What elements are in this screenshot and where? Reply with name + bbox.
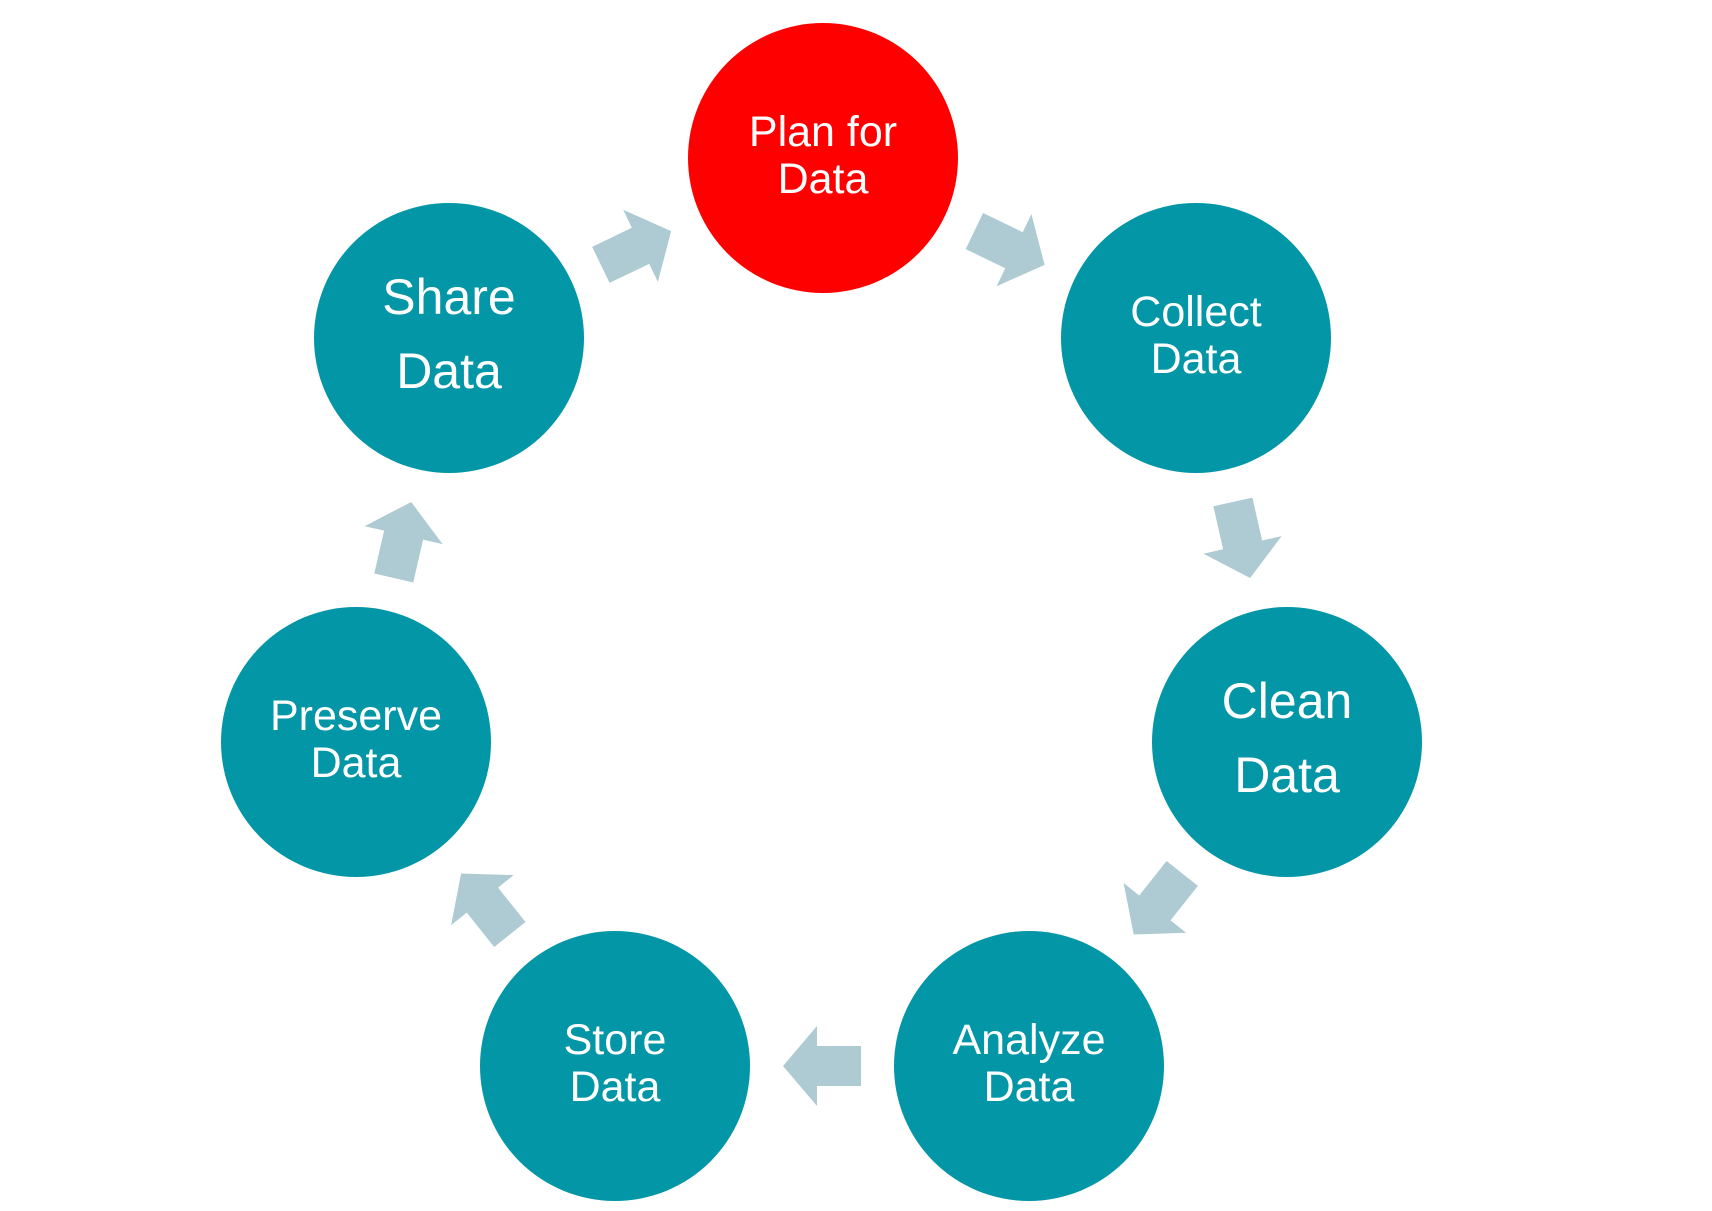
node-collect-label-line-2: Data xyxy=(1151,335,1242,383)
node-store-circle xyxy=(480,931,750,1201)
arrow-plan-to-collect xyxy=(965,213,1045,287)
node-share-label-line-2: Data xyxy=(396,343,502,399)
node-clean-label-line-2: Data xyxy=(1234,747,1340,803)
node-share-label-line-1: Share xyxy=(382,269,515,325)
node-clean-circle xyxy=(1152,607,1422,877)
node-clean-label-line-1: Clean xyxy=(1222,673,1353,729)
node-plan-circle xyxy=(688,23,958,293)
node-preserve-circle xyxy=(221,607,491,877)
node-analyze-label-line-2: Data xyxy=(984,1063,1075,1111)
node-preserve-label-line-1: Preserve xyxy=(270,692,442,740)
arrow-clean-to-analyze xyxy=(1123,861,1198,935)
node-preserve-label-line-2: Data xyxy=(311,739,402,787)
node-plan-label-line-2: Data xyxy=(778,155,869,203)
arrow-analyze-to-store xyxy=(783,1026,861,1106)
arrow-store-to-preserve xyxy=(451,873,526,947)
arrow-collect-to-clean xyxy=(1203,497,1282,578)
node-collect-label-line-1: Collect xyxy=(1130,288,1261,336)
node-analyze-circle xyxy=(894,931,1164,1201)
node-collect-circle xyxy=(1061,203,1331,473)
node-plan-label-line-1: Plan for xyxy=(749,108,897,156)
arrow-preserve-to-share xyxy=(364,502,443,583)
lifecycle-nodes: Plan forDataCollectDataCleanDataAnalyzeD… xyxy=(221,23,1422,1201)
arrow-share-to-plan xyxy=(592,209,672,283)
node-share-circle xyxy=(314,203,584,473)
flow-arrows xyxy=(364,209,1282,1106)
node-analyze-label-line-1: Analyze xyxy=(953,1016,1106,1064)
node-store-label-line-2: Data xyxy=(570,1063,661,1111)
node-store-label-line-1: Store xyxy=(564,1016,667,1064)
